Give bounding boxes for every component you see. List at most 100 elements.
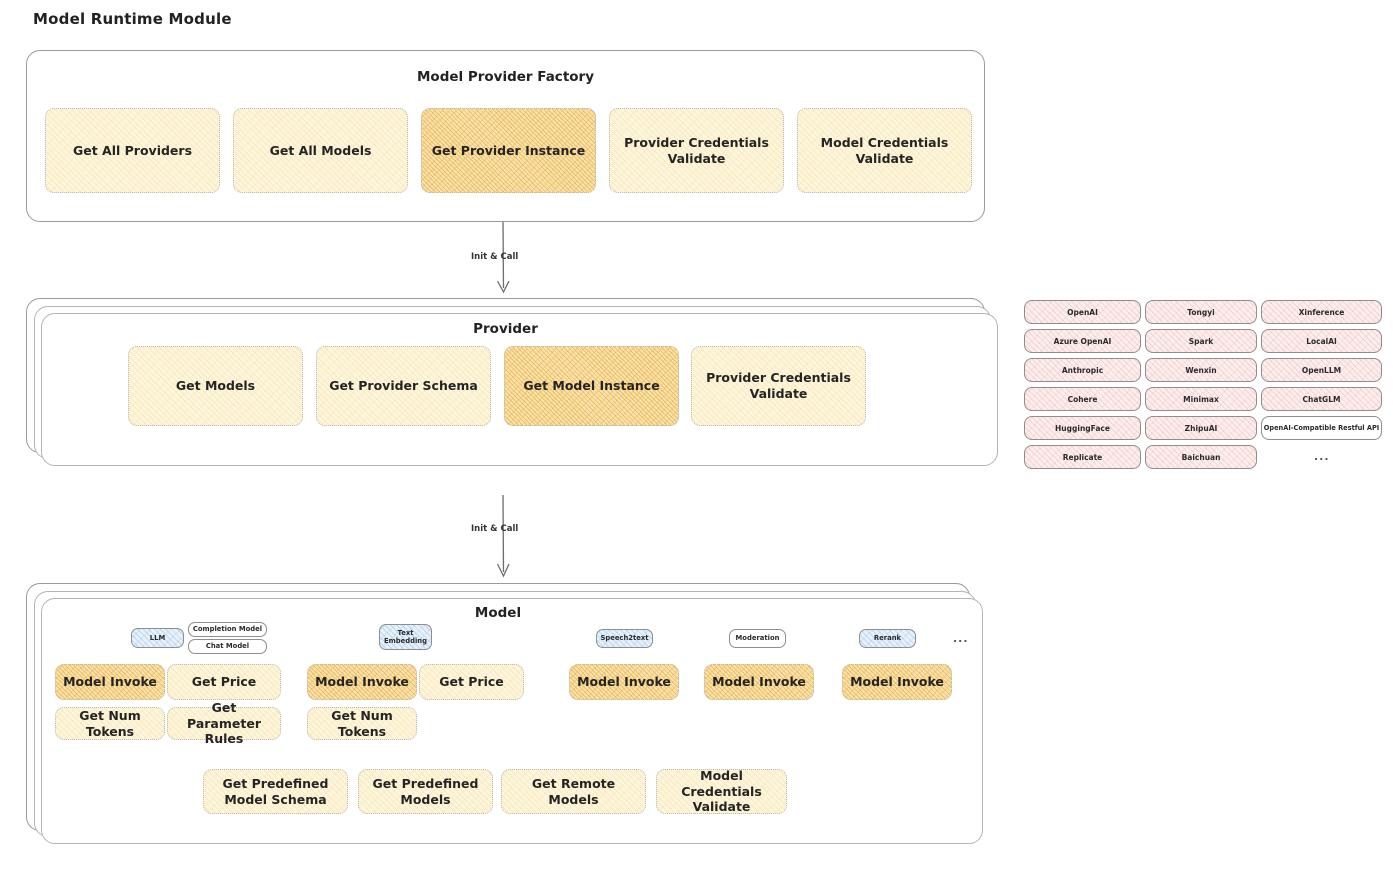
node-get-all-providers[interactable]: Get All Providers [45,108,220,193]
node-label: Get Price [191,674,257,690]
node-model-credentials-validate-3[interactable]: Model Credentials Validate [656,768,787,815]
node-llm-get-parameter-rules[interactable]: Get Parameter Rules [167,700,281,746]
node-label: Get Num Tokens [79,707,141,739]
node-label: Get Predefined Models [372,775,479,807]
node-get-remote-models[interactable]: Get Remote Models [501,769,646,814]
arrow-factory-to-provider [483,221,523,296]
node-text-embedding-get-num-tokens[interactable]: Get Num Tokens [307,707,417,740]
node-label: Get All Providers [72,142,193,158]
node-label: Get Predefined Model Schema [222,775,329,807]
arrow-provider-to-model [483,494,523,580]
provider-chip-minimax[interactable]: Minimax [1145,387,1257,411]
node-get-all-models[interactable]: Get All Models [233,108,408,193]
node-label: Get Num Tokens [331,707,393,739]
node-label: Get Provider Instance [431,142,586,158]
badge-rerank[interactable]: Rerank [859,629,916,648]
node-get-provider-instance[interactable]: Get Provider Instance [421,108,596,193]
node-get-models[interactable]: Get Models [128,346,303,426]
provider-chip-label: Minimax [1183,394,1219,404]
node-provider-credentials-validate-2[interactable]: Provider Credentials Validate [691,346,866,426]
node-label: Model Invoke [577,674,671,690]
provider-chip-label: Spark [1188,336,1214,346]
provider-chip-label: LocalAI [1306,336,1337,346]
badge-label: Speech2text [600,634,649,643]
provider-chip-replicate[interactable]: Replicate [1024,445,1141,469]
node-get-predefined-model-schema[interactable]: Get Predefined Model Schema [203,769,348,814]
node-get-provider-schema[interactable]: Get Provider Schema [316,346,491,426]
badge-completion-model[interactable]: Completion Model [188,622,267,637]
arrow-label-init-call-2: Init & Call [471,524,519,534]
provider-chip-tongyi[interactable]: Tongyi [1145,300,1257,324]
provider-chip-label: OpenLLM [1301,365,1342,375]
badge-chat-model[interactable]: Chat Model [188,639,267,654]
provider-chip-chatglm[interactable]: ChatGLM [1261,387,1382,411]
badge-llm[interactable]: LLM [131,628,184,648]
provider-list: OpenAI Azure OpenAI Anthropic Cohere Hug… [1024,300,1382,475]
provider-chip-wenxin[interactable]: Wenxin [1145,358,1257,382]
provider-chip-label: Cohere [1067,394,1098,404]
provider-chip-cohere[interactable]: Cohere [1024,387,1141,411]
badge-label: Text Embedding [384,628,427,645]
provider-chip-label: Azure OpenAI [1053,336,1112,346]
node-label: Get Model Instance [523,378,660,394]
provider-chip-huggingface[interactable]: HuggingFace [1024,416,1141,440]
badge-label: Completion Model [192,625,263,634]
model-provider-factory-title: Model Provider Factory [416,69,595,85]
provider-chip-xinference[interactable]: Xinference [1261,300,1382,324]
badge-label: Rerank [873,634,902,643]
node-label: Model Invoke [712,674,806,690]
provider-chip-label: Xinference [1298,307,1345,317]
node-label: Get All Models [269,142,372,158]
provider-chip-spark[interactable]: Spark [1145,329,1257,353]
node-rerank-model-invoke[interactable]: Model Invoke [842,664,952,700]
node-text-embedding-model-invoke[interactable]: Model Invoke [307,664,417,700]
model-groups-more: ... [953,632,969,645]
node-label: Get Models [175,378,256,394]
provider-chip-label: Anthropic [1061,365,1104,375]
node-llm-model-invoke[interactable]: Model Invoke [55,664,165,700]
provider-title: Provider [473,321,538,337]
provider-chip-openai[interactable]: OpenAI [1024,300,1141,324]
badge-label: LLM [149,633,166,642]
provider-chip-label: OpenAI-Compatible Restful API [1263,424,1380,432]
provider-chip-label: OpenAI [1067,307,1098,317]
node-get-model-instance[interactable]: Get Model Instance [504,346,679,426]
node-model-credentials-validate[interactable]: Model Credentials Validate [797,108,972,193]
badge-text-embedding[interactable]: Text Embedding [379,624,432,650]
provider-chip-label: Wenxin [1185,365,1217,375]
node-speech2text-model-invoke[interactable]: Model Invoke [569,664,679,700]
provider-chip-zhipuai[interactable]: ZhipuAI [1145,416,1257,440]
node-label: Model Invoke [850,674,944,690]
arrow-icon [496,221,510,294]
provider-chip-label: Replicate [1062,452,1103,462]
node-label: Provider Credentials Validate [706,370,851,401]
node-get-predefined-models[interactable]: Get Predefined Models [358,769,493,814]
provider-chip-openai-compatible-restful-api[interactable]: OpenAI-Compatible Restful API [1261,416,1382,440]
provider-chip-label: Baichuan [1181,452,1221,462]
node-label: Model Credentials Validate [681,768,762,815]
provider-section: Provider Get Models Get Provider Schema … [26,298,998,466]
provider-chip-azure-openai[interactable]: Azure OpenAI [1024,329,1141,353]
node-provider-credentials-validate[interactable]: Provider Credentials Validate [609,108,784,193]
provider-chip-openllm[interactable]: OpenLLM [1261,358,1382,382]
badge-moderation[interactable]: Moderation [729,629,786,648]
node-label: Model Invoke [63,674,157,690]
node-llm-get-num-tokens[interactable]: Get Num Tokens [55,707,165,740]
node-moderation-model-invoke[interactable]: Model Invoke [704,664,814,700]
provider-chip-label: Tongyi [1187,307,1215,317]
node-text-embedding-get-price[interactable]: Get Price [419,664,524,700]
provider-chip-anthropic[interactable]: Anthropic [1024,358,1141,382]
provider-chip-label: HuggingFace [1055,423,1110,433]
page-title: Model Runtime Module [33,10,232,28]
provider-chip-baichuan[interactable]: Baichuan [1145,445,1257,469]
provider-chip-localai[interactable]: LocalAI [1261,329,1382,353]
node-label: Get Price [439,674,504,690]
node-llm-get-price[interactable]: Get Price [167,664,281,700]
node-label: Model Credentials Validate [820,134,949,166]
badge-label: Moderation [735,634,780,643]
badge-speech2text[interactable]: Speech2text [596,629,653,648]
provider-chip-label: ChatGLM [1302,394,1341,404]
provider-chip-label: ZhipuAI [1184,423,1218,433]
badge-label: Chat Model [205,642,250,651]
node-label: Model Invoke [315,674,409,690]
